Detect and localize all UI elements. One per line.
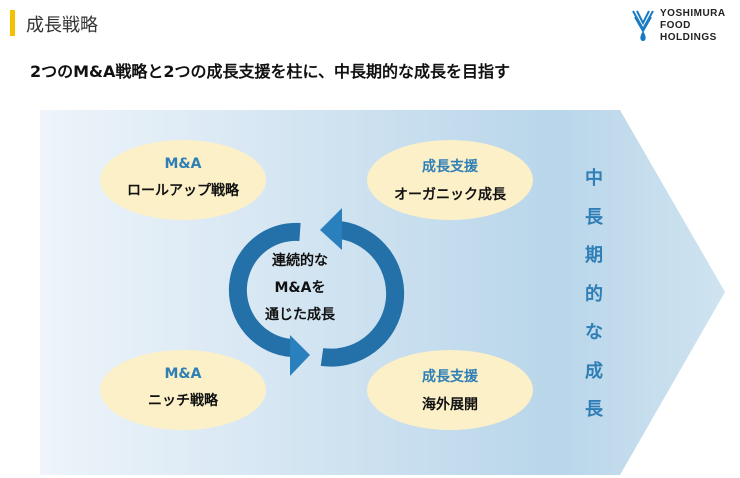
strategy-category: 成長支援 <box>422 369 478 385</box>
strategy-category: M&A <box>164 156 202 172</box>
strategy-niche: M&A ニッチ戦略 <box>100 350 266 430</box>
logo-icon <box>632 10 654 41</box>
center-line: 通じた成長 <box>265 307 335 323</box>
goal-char: 期 <box>585 245 603 266</box>
strategy-organic: 成長支援 オーガニック成長 <box>367 140 533 220</box>
cycle-arrows-icon <box>228 208 405 376</box>
logo-text-line: HOLDINGS <box>660 32 717 43</box>
center-line: M&Aを <box>274 280 326 296</box>
cycle-center-text: 連続的な M&Aを 通じた成長 <box>255 248 345 329</box>
strategy-label: オーガニック成長 <box>394 187 506 203</box>
strategy-category: M&A <box>164 366 202 382</box>
logo-text-line: FOOD <box>660 20 691 31</box>
goal-char: 長 <box>585 206 603 228</box>
strategy-label: ロールアップ戦略 <box>127 183 239 199</box>
goal-char: 的 <box>585 283 603 305</box>
title-accent-bar <box>10 10 15 36</box>
goal-char: 長 <box>585 399 603 420</box>
page-title: 成長戦略 <box>26 15 98 36</box>
goal-char: 中 <box>585 168 603 189</box>
strategy-rollup: M&A ロールアップ戦略 <box>100 140 266 220</box>
goal-char: 成 <box>585 360 603 382</box>
strategy-label: ニッチ戦略 <box>148 393 218 409</box>
strategy-overseas: 成長支援 海外展開 <box>367 350 533 430</box>
logo-text-line: YOSHIMURA <box>660 8 726 19</box>
goal-vertical-text: 中 長 期 的 な 成 長 <box>582 160 606 430</box>
company-logo: YOSHIMURA FOOD HOLDINGS <box>632 8 726 44</box>
goal-char: な <box>585 322 603 343</box>
page-subtitle: 2つのM&A戦略と2つの成長支援を柱に、中長期的な成長を目指す <box>30 62 511 81</box>
strategy-label: 海外展開 <box>422 397 478 413</box>
strategy-category: 成長支援 <box>422 159 478 175</box>
center-line: 連続的な <box>272 253 328 269</box>
